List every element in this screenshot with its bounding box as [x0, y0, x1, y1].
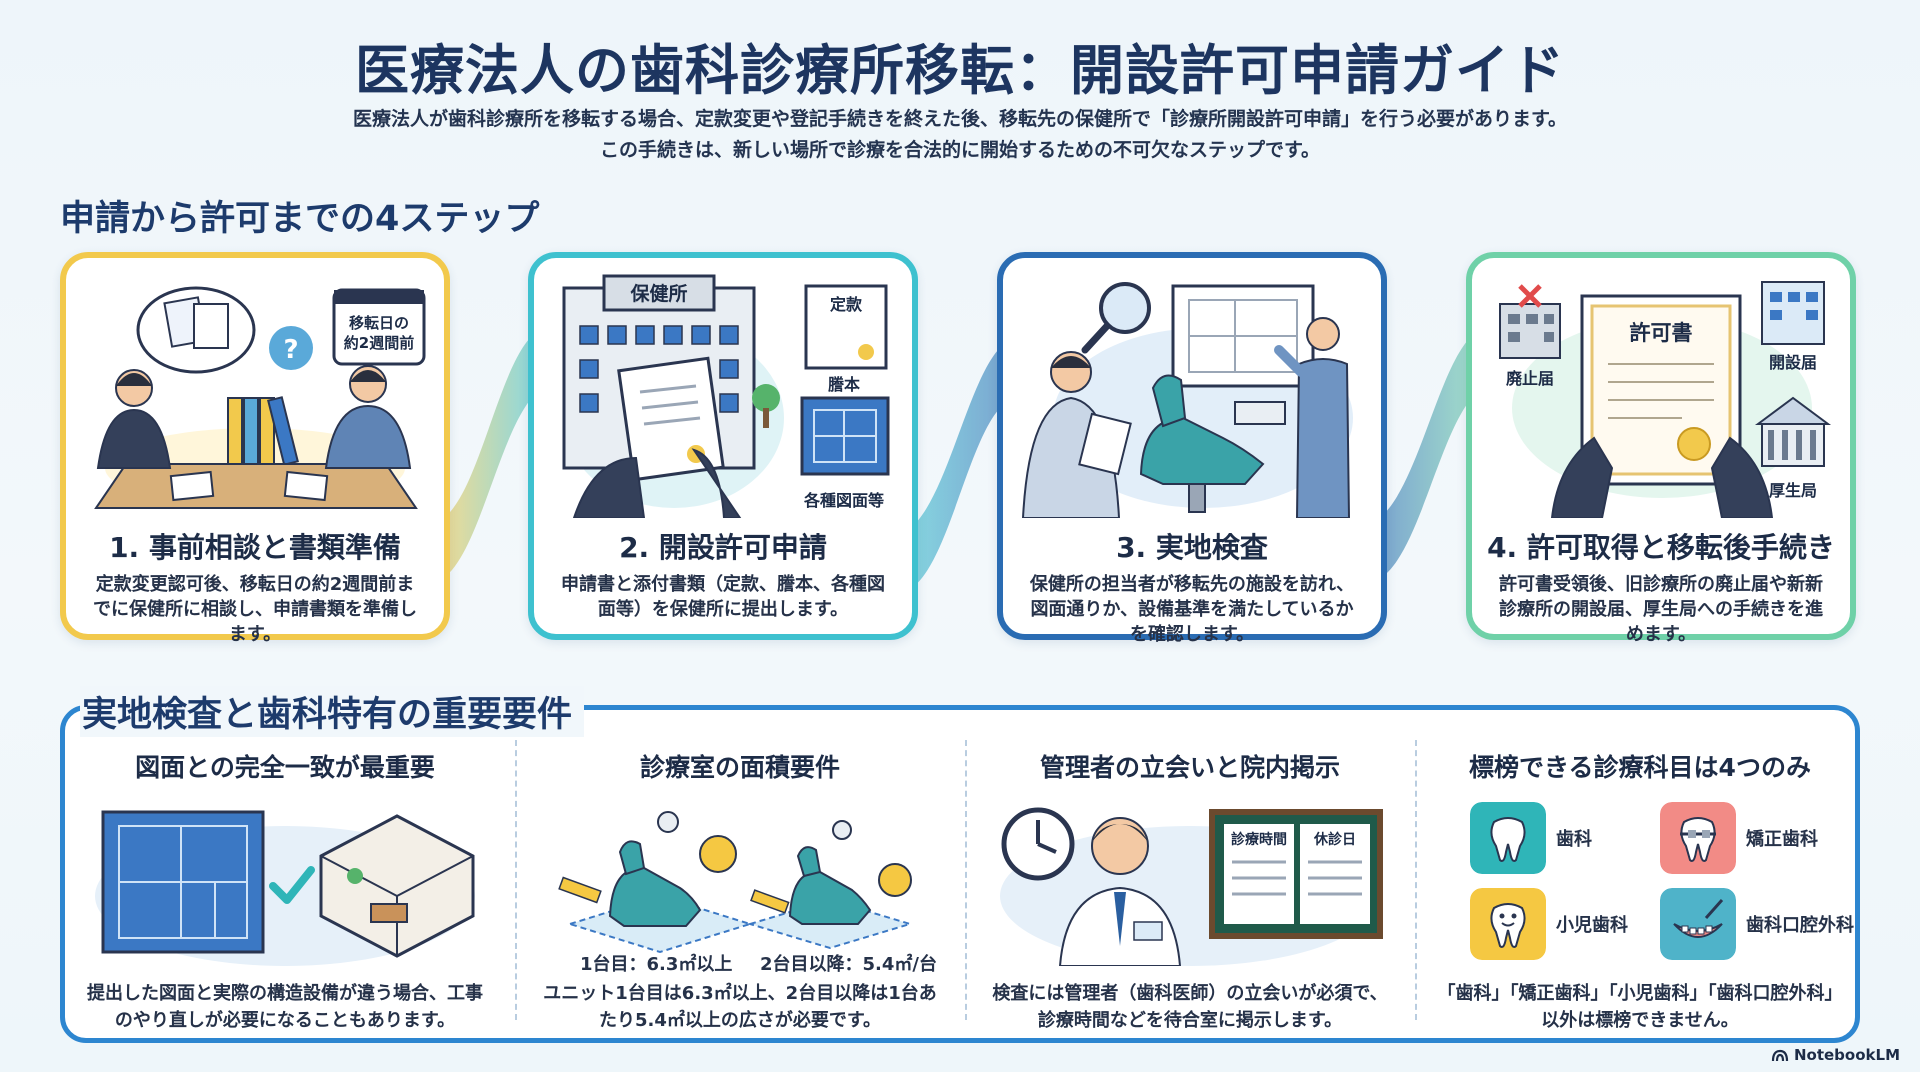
- calendar-label-2: 約2週間前: [344, 334, 414, 352]
- application-illustration: 保健所 定款 謄本 各種図面等: [562, 274, 890, 518]
- page-title: 医療法人の歯科診療所移転：開設許可申請ガイド: [355, 39, 1565, 102]
- speech-bubble-icon: ?: [136, 286, 313, 374]
- dental-units-illustration: [558, 811, 914, 954]
- step-card-4: 廃止届 許可書 開設届 厚生局 4. 許可取得と移転後手続き 許可書受領後、旧診…: [1466, 252, 1856, 645]
- blueprint-icon: [800, 396, 890, 476]
- requirements-section-title: 実地検査と歯科特有の重要要件: [80, 686, 585, 737]
- building-label: 保健所: [629, 282, 687, 305]
- board-label-hours: 診療時間: [1231, 831, 1287, 848]
- inspection-illustration: [1021, 282, 1353, 518]
- isometric-room-icon: [319, 814, 475, 958]
- area-additional-unit-label: 2台目以降：5.4㎡/台: [760, 954, 937, 975]
- department-name: 歯科: [1556, 829, 1592, 850]
- new-clinic-icon: [1761, 281, 1825, 345]
- department-name: 小児歯科: [1556, 915, 1628, 936]
- requirements-panel: 図面との完全一致が最重要 提出した図面と実際の構造設備が違う場合、工事のやり直し…: [60, 705, 1860, 1043]
- manager-notice-illustration: 診療時間 休診日: [1000, 807, 1383, 966]
- department-oral-surgery: 歯科口腔外科: [1660, 888, 1854, 960]
- req-1-heading: 図面との完全一致が最重要: [135, 753, 435, 782]
- dental-chair-icon: [608, 811, 702, 927]
- req-4-heading: 標榜できる診療科目は4つのみ: [1469, 753, 1811, 782]
- tooth-icon: [1470, 802, 1546, 874]
- req-3-text: 検査には管理者（歯科医師）の立会いが必須で、診療時間などを待合室に掲示します。: [992, 983, 1388, 1031]
- brand-watermark: NotebookLM: [1771, 1046, 1900, 1064]
- doc1-label: 定款: [829, 295, 863, 314]
- drawing-vs-room-illustration: [95, 810, 475, 966]
- requirement-room-area: 診療室の面積要件 1台目：6.3㎡以上 2台目以降：5.4㎡/台: [520, 710, 960, 1038]
- page-subtitle: 医療法人が歯科診療所を移転する場合、定款変更や登記手続きを終えた後、移転先の保健…: [0, 104, 1920, 166]
- connecting-ribbon: [440, 330, 1480, 590]
- oral-surgery-icon: [1660, 888, 1736, 960]
- department-pediatric: 小児歯科: [1470, 888, 1628, 960]
- requirement-drawing-match: 図面との完全一致が最重要 提出した図面と実際の構造設備が違う場合、工事のやり直し…: [65, 710, 505, 1038]
- blueprint-icon: [101, 810, 265, 954]
- area-first-unit-label: 1台目：6.3㎡以上: [580, 954, 733, 975]
- requirement-manager-presence: 管理者の立会いと院内掲示 診療時間 休診日: [970, 710, 1410, 1038]
- old-clinic-icon: [1499, 284, 1561, 359]
- department-name: 矯正歯科: [1746, 829, 1818, 850]
- requirement-departments: 標榜できる診療科目は4つのみ 歯科 矯正歯科 小児歯科 歯科口腔外科 「歯科」「…: [1420, 710, 1860, 1038]
- step-4-text: 許可書受領後、旧診療所の廃止届や新新診療所の開設届、厚生局への手続きを進めます。: [1499, 574, 1823, 645]
- department-name: 歯科口腔外科: [1746, 915, 1854, 936]
- step-4-heading: 4. 許可取得と移転後手続き: [1487, 531, 1835, 564]
- step-1-heading: 1. 事前相談と書類準備: [109, 531, 401, 564]
- notice-board-icon: 診療時間 休診日: [1209, 809, 1383, 939]
- check-icon: [269, 866, 315, 904]
- permit-illustration: 廃止届 許可書 開設届 厚生局: [1499, 281, 1832, 518]
- doc3-label: 各種図面等: [803, 491, 884, 510]
- floor-plan-screen-icon: [1171, 284, 1315, 388]
- consultation-illustration: ? 移転日の 約2週間前: [94, 286, 426, 509]
- calendar-label-1: 移転日の: [349, 314, 409, 332]
- magnifier-icon: [1081, 282, 1151, 354]
- step-card-2: 保健所 定款 謄本 各種図面等 2. 開設許可申請 申請書と添付書類（定款、謄本: [528, 252, 918, 640]
- smiling-tooth-icon: [1470, 888, 1546, 960]
- subtitle-line-1: 医療法人が歯科診療所を移転する場合、定款変更や登記手続きを終えた後、移転先の保健…: [352, 108, 1568, 130]
- opening-label: 開設届: [1769, 353, 1817, 372]
- government-building-icon: [1754, 396, 1832, 467]
- step-3-heading: 3. 実地検査: [1116, 531, 1268, 564]
- steps-section-title: 申請から許可までの4ステップ: [60, 199, 540, 239]
- step-2-text: 申請書と添付書類（定款、謄本、各種図面等）を保健所に提出します。: [561, 574, 885, 620]
- req-3-heading: 管理者の立会いと院内掲示: [1039, 753, 1340, 782]
- department-orthodontics: 矯正歯科: [1660, 802, 1818, 874]
- certificate-icon: 許可書: [1580, 294, 1742, 486]
- notebooklm-logo-icon: [1771, 1049, 1789, 1062]
- articles-document-icon: 定款: [804, 284, 888, 370]
- dentist-avatar: [1058, 817, 1182, 966]
- brand-name: NotebookLM: [1793, 1046, 1900, 1064]
- braces-tooth-icon: [1660, 802, 1736, 874]
- req-2-heading: 診療室の面積要件: [639, 753, 840, 782]
- dental-chair-icon: [788, 820, 872, 925]
- subtitle-line-2: この手続きは、新しい場所で診療を合法的に開始するための不可欠なステップです。: [599, 139, 1321, 161]
- calendar-icon: 移転日の 約2週間前: [332, 288, 426, 366]
- certificate-label: 許可書: [1630, 321, 1693, 345]
- svg-text:?: ?: [283, 335, 298, 365]
- board-label-holidays: 休診日: [1313, 831, 1356, 848]
- step-card-3: 3. 実地検査 保健所の担当者が移転先の施設を訪れ、図面通りか、設備基準を満たし…: [997, 252, 1387, 645]
- step-2-heading: 2. 開設許可申請: [619, 531, 827, 564]
- health-bureau-label: 厚生局: [1769, 481, 1817, 500]
- clock-icon: [1001, 807, 1075, 881]
- closure-label: 廃止届: [1506, 369, 1554, 388]
- req-4-text: 「歯科」「矯正歯科」「小児歯科」「歯科口腔外科」以外は標榜できません。: [1437, 983, 1843, 1031]
- department-general: 歯科: [1470, 802, 1592, 874]
- step-1-text: 定款変更認可後、移転日の約2週間前までに保健所に相談し、申請書類を準備します。: [93, 574, 417, 645]
- req-1-text: 提出した図面と実際の構造設備が違う場合、工事のやり直しが必要になることもあります…: [87, 983, 483, 1031]
- tape-measure-icon: [558, 835, 912, 914]
- step-3-text: 保健所の担当者が移転先の施設を訪れ、図面通りか、設備基準を満たしているかを確認し…: [1029, 574, 1355, 645]
- req-2-text: ユニット1台目は6.3㎡以上、2台目以降は1台あたり5.4㎡以上の広さが必要です…: [543, 983, 937, 1031]
- step-card-1: ? 移転日の 約2週間前 1. 事前相談と書類準備 定款変更認可後、移転日の約2…: [60, 252, 450, 645]
- doc2-label: 謄本: [828, 375, 860, 394]
